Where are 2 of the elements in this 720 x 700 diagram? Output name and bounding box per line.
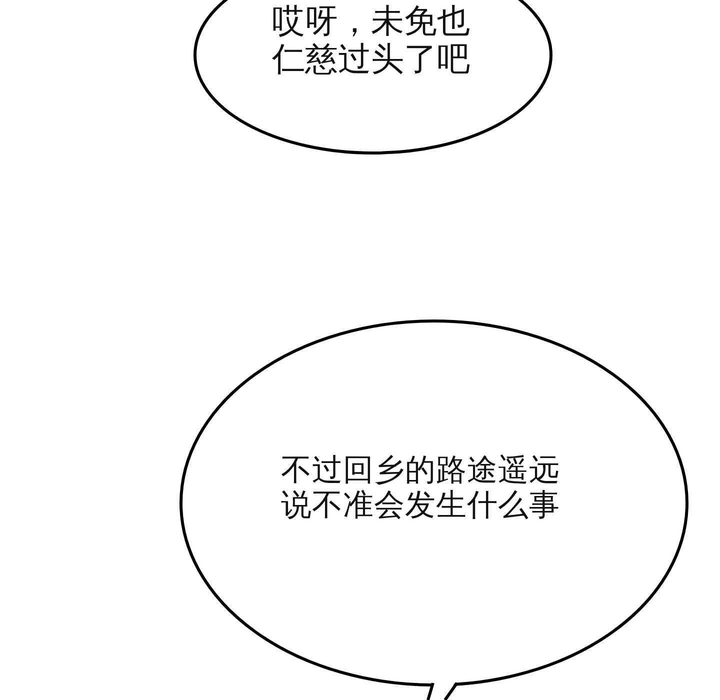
speech-text: 不过回乡的路途遥远说不准会发生什么事 xyxy=(281,453,561,524)
speech-text: 哎呀，未免也仁慈过头了吧 xyxy=(272,2,471,78)
